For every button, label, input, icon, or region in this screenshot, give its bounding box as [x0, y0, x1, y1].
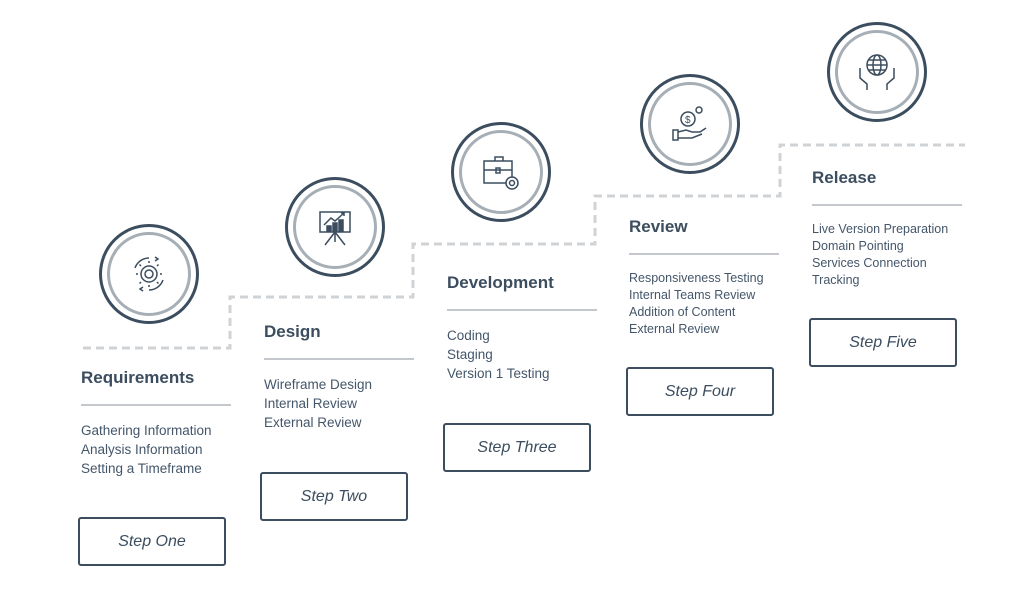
step-item: Gathering Information: [81, 423, 212, 438]
step-development: Development Coding Staging Version 1 Tes…: [447, 273, 597, 383]
step-item: External Review: [264, 415, 362, 430]
step-item: Analysis Information: [81, 442, 203, 457]
step-item: Services Connection: [812, 256, 927, 270]
step-item: Internal Review: [264, 396, 358, 411]
divider: [447, 309, 597, 311]
step-four-icon-circle: $: [640, 74, 740, 174]
step-one-icon-circle: [99, 224, 199, 324]
step-item: Tracking: [812, 273, 860, 287]
step-item: Coding: [447, 328, 490, 343]
step-five-icon-circle: [827, 22, 927, 122]
step-items: Wireframe Design Internal Review Externa…: [264, 375, 414, 432]
gear-cycle-icon: [134, 256, 164, 292]
step-item: External Review: [629, 322, 720, 336]
step-item: Staging: [447, 347, 493, 362]
step-items: Gathering Information Analysis Informati…: [81, 421, 231, 478]
hand-coin-icon: $: [672, 106, 707, 141]
step-requirements: Requirements Gathering Information Analy…: [81, 368, 231, 478]
step-release: Release Live Version Preparation Domain …: [812, 168, 962, 289]
step-three-button[interactable]: Step Three: [443, 423, 591, 472]
step-item: Domain Pointing: [812, 239, 904, 253]
presentation-chart-icon: [319, 211, 351, 246]
step-four-button[interactable]: Step Four: [626, 367, 774, 416]
step-item: Addition of Content: [629, 305, 736, 319]
step-two-button[interactable]: Step Two: [260, 472, 408, 521]
step-two-icon-circle: [285, 177, 385, 277]
step-items: Responsiveness Testing Internal Teams Re…: [629, 270, 779, 338]
step-design: Design Wireframe Design Internal Review …: [264, 322, 414, 432]
divider: [812, 204, 962, 206]
step-items: Live Version Preparation Domain Pointing…: [812, 221, 962, 289]
step-item: Wireframe Design: [264, 377, 373, 392]
step-item: Live Version Preparation: [812, 222, 949, 236]
step-item: Setting a Timeframe: [81, 461, 202, 476]
step-title: Requirements: [81, 368, 195, 387]
step-item: Responsiveness Testing: [629, 271, 764, 285]
divider: [81, 404, 231, 406]
step-three-icon-circle: [451, 122, 551, 222]
step-title: Development: [447, 273, 554, 292]
step-item: Version 1 Testing: [447, 366, 550, 381]
svg-text:$: $: [685, 115, 691, 126]
step-title: Release: [812, 168, 877, 187]
step-five-button[interactable]: Step Five: [809, 318, 957, 367]
hands-globe-icon: [859, 54, 895, 90]
step-title: Design: [264, 322, 321, 341]
step-one-button[interactable]: Step One: [78, 517, 226, 566]
divider: [264, 358, 414, 360]
step-title: Review: [629, 217, 688, 236]
step-item: Internal Teams Review: [629, 288, 756, 302]
step-items: Coding Staging Version 1 Testing: [447, 326, 597, 383]
divider: [629, 253, 779, 255]
step-review: Review Responsiveness Testing Internal T…: [629, 217, 779, 338]
briefcase-gear-icon: [483, 156, 519, 190]
